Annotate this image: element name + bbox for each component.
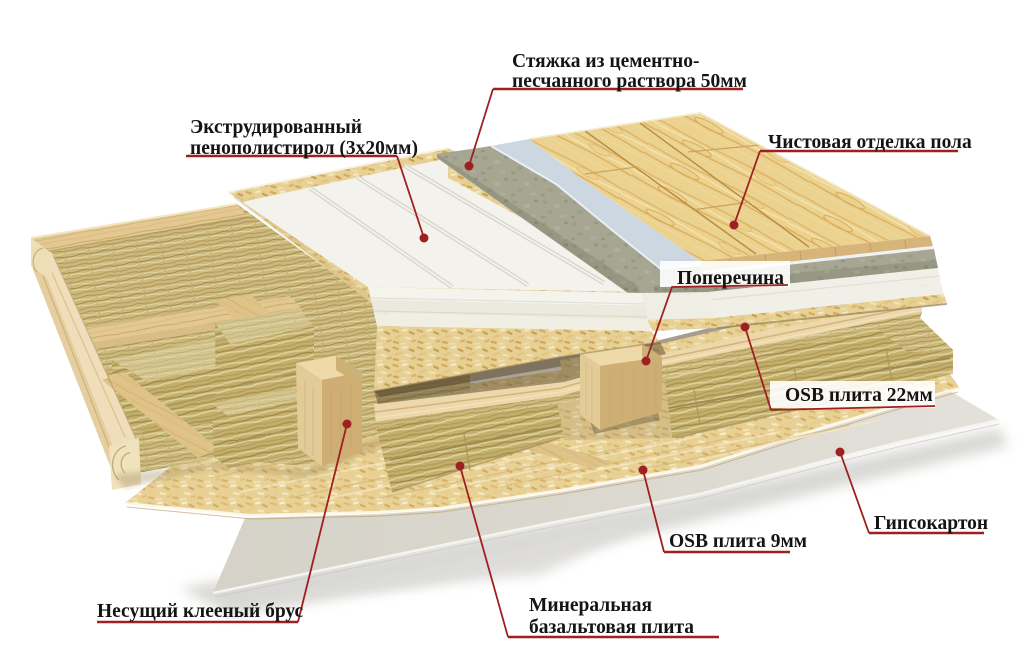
svg-text:песчанного раствора 50мм: песчанного раствора 50мм	[512, 71, 747, 92]
svg-text:OSB плита 9мм: OSB плита 9мм	[669, 531, 807, 552]
svg-text:Несущий клееный брус: Несущий клееный брус	[97, 601, 304, 622]
svg-text:Стяжка из цементно-: Стяжка из цементно-	[512, 51, 699, 72]
svg-text:базальтовая плита: базальтовая плита	[529, 617, 694, 638]
svg-text:Чистовая отделка пола: Чистовая отделка пола	[768, 132, 972, 153]
svg-text:Минеральная: Минеральная	[529, 595, 653, 616]
svg-text:Поперечина: Поперечина	[677, 268, 784, 289]
svg-text:Гипсокартон: Гипсокартон	[874, 513, 988, 534]
svg-text:OSB плита 22мм: OSB плита 22мм	[785, 385, 933, 406]
svg-text:пенополистирол (3х20мм): пенополистирол (3х20мм)	[190, 138, 418, 159]
svg-text:Экструдированный: Экструдированный	[190, 117, 362, 138]
